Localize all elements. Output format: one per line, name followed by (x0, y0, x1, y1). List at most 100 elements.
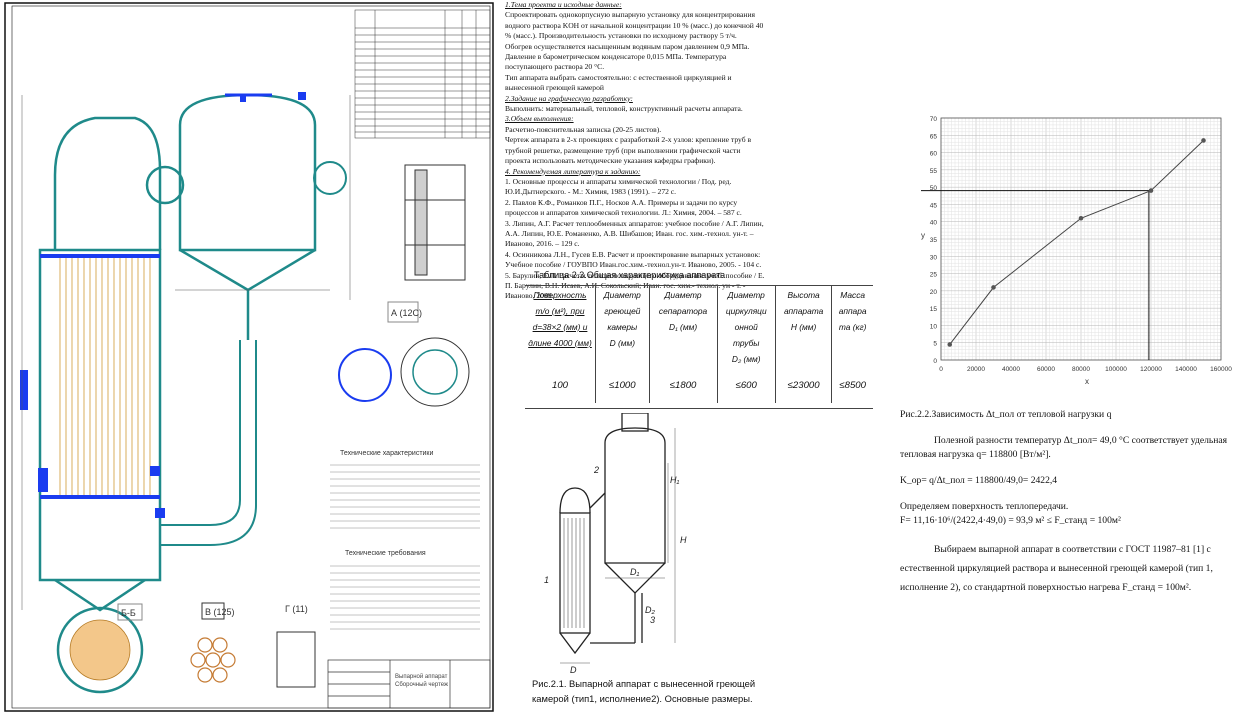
delta-t-chart: 0 5 10 15 20 25 30 35 40 45 50 55 60 65 70 0 20000 40000 6… (921, 116, 1232, 386)
x-tick-label: 100000 (1105, 366, 1127, 373)
y-tick-label: 60 (930, 151, 938, 158)
y-axis-label: y (921, 231, 925, 240)
fig-label-2: 2 (593, 465, 599, 475)
requirements2-title: Технические требования (345, 549, 426, 557)
doc-paragraph-1: Спроектировать однокорпусную выпарную ус… (505, 10, 764, 72)
calculation-text: Рис.2.2.Зависимость Δt_пол от тепловой н… (900, 408, 1250, 597)
x-tick-label: 40000 (1002, 366, 1020, 373)
y-tick-label: 50 (930, 185, 938, 192)
doc-ref-2: 2. Павлов К.Ф., Романков П.Г., Носков А.… (505, 197, 742, 218)
value-height: ≤23000 (774, 369, 832, 403)
table-caption: Таблица 2.3.Общая характеристика аппарат… (534, 270, 726, 280)
y-tick-label: 5 (933, 341, 937, 348)
chart-grid (940, 117, 1222, 361)
doc-heading-2: 2.Задание на графическую разработку: (505, 93, 633, 103)
doc-heading-3: 3.Объем выполнения: (505, 114, 574, 124)
section-d-label: Б-Б (121, 608, 136, 618)
calc-paragraph-2: K_ор= q/Δt_пол = 118800/49,0= 2422,4 (900, 475, 1058, 486)
doc-ref-1: 1. Основные процессы и аппараты химическ… (505, 176, 732, 197)
doc-ref-3: 3. Липин, А.Г. Расчет теплообменных аппа… (505, 218, 764, 249)
y-tick-label: 55 (930, 168, 938, 175)
y-tick-label: 25 (930, 272, 938, 279)
doc-heading-4: 4. Рекомендуемая литература к заданию: (505, 166, 641, 176)
x-axis-label: x (1085, 377, 1089, 386)
chart-caption: Рис.2.2.Зависимость Δt_пол от тепловой н… (900, 409, 1112, 420)
apparatus-figure: 1 2 3 D D₁ D₂ H H₁ (544, 413, 687, 675)
value-surface: 100 (551, 380, 568, 391)
separator-vessel (178, 93, 317, 340)
value-chamber-diameter: ≤1000 (595, 369, 650, 403)
tube-bundle (59, 258, 151, 495)
tube-sheet-view (56, 606, 144, 694)
assignment-document: 1.Тема проекта и исходные данные: Спроек… (505, 0, 765, 300)
value-pipe-diameter: ≤600 (716, 369, 776, 403)
data-point (947, 342, 953, 347)
doc-drawing-req: Чертеж аппарата в 2-х проекциях с разраб… (505, 135, 752, 166)
x-tick-label: 0 (939, 366, 943, 373)
y-tick-label: 15 (930, 306, 938, 313)
y-tick-label: 45 (930, 202, 938, 209)
requirements-title: Технические характеристики (340, 450, 433, 457)
title-line2: Сборочный чертеж (395, 681, 448, 688)
y-tick-label: 70 (930, 116, 938, 123)
doc-note: Расчетно-пояснительная записка (20-25 ли… (505, 124, 662, 134)
fig-label-H: H (680, 535, 687, 545)
data-point (1148, 188, 1154, 193)
assembly-drawing: А (12С) В (125) Г (11) Б-Б Технические х… (4, 2, 494, 712)
flange-detail (404, 164, 466, 281)
data-point (991, 285, 996, 290)
doc-heading-1: 1.Тема проекта и исходные данные: (505, 0, 622, 9)
y-tick-label: 10 (930, 323, 938, 330)
table-row: 100 ≤1000 ≤1800 ≤600 ≤23000 ≤8500 (525, 369, 873, 403)
doc-apparatus-type: Тип аппарата выбрать самостоятельно: с е… (505, 72, 732, 93)
calc-paragraph-1: Полезной разности температур Δt_пол= 49,… (900, 435, 1228, 460)
y-tick-label: 20 (930, 289, 938, 296)
x-tick-label: 120000 (1140, 366, 1162, 373)
x-tick-label: 20000 (967, 366, 985, 373)
chart-series (921, 138, 1206, 360)
section-b-label: В (125) (205, 607, 235, 617)
doc-perform: Выполнить: материальный, тепловой, конст… (505, 104, 743, 114)
x-tick-label: 60000 (1037, 366, 1055, 373)
fig-label-H1: H₁ (670, 475, 679, 485)
fig-label-3: 3 (650, 615, 655, 625)
section-a-label: А (12С) (391, 308, 422, 318)
chart-axes (940, 117, 1222, 361)
calc-paragraph-3: Определяем поверхность теплопередачи. (900, 501, 1069, 512)
chart-tick-labels: 0 5 10 15 20 25 30 35 40 45 50 55 60 65 70 0 20000 40000 6… (930, 116, 1232, 373)
value-mass: ≤8500 (831, 369, 873, 403)
y-tick-label: 0 (933, 358, 937, 365)
y-tick-label: 65 (930, 133, 938, 140)
title-block (327, 659, 491, 709)
value-separator-diameter: ≤1800 (648, 369, 718, 403)
fig-label-D1: D₁ (630, 567, 639, 577)
x-tick-label: 160000 (1210, 366, 1232, 373)
heating-chamber (38, 116, 185, 612)
plot-frame (940, 117, 1222, 361)
data-point (1201, 138, 1206, 143)
calc-paragraph-4: F= 11,16·10⁶/(2422,4·49,0) = 93,9 м² ≤ F… (900, 515, 1121, 526)
figure-caption: Рис.2.1. Выпарной аппарат с вынесенной г… (532, 678, 756, 704)
y-tick-label: 40 (930, 220, 938, 227)
fig-label-1: 1 (544, 575, 549, 585)
doc-ref-4: 4. Осинникова Л.Н., Гусев Е.В. Расчет и … (505, 249, 762, 270)
data-point (1078, 215, 1084, 221)
y-tick-label: 35 (930, 237, 938, 244)
title-line1: Выпарной аппарат (395, 673, 448, 680)
fig-label-D2: D₂ (645, 605, 655, 615)
section-c-label: Г (11) (285, 604, 308, 614)
x-tick-label: 80000 (1072, 366, 1090, 373)
parts-table (354, 9, 491, 139)
x-tick-label: 140000 (1175, 366, 1197, 373)
y-tick-label: 30 (930, 254, 938, 261)
tube-node-detail (190, 637, 236, 683)
fig-label-D: D (570, 665, 577, 675)
calc-paragraph-5: Выбираем выпарной аппарат в соответствии… (900, 544, 1213, 593)
